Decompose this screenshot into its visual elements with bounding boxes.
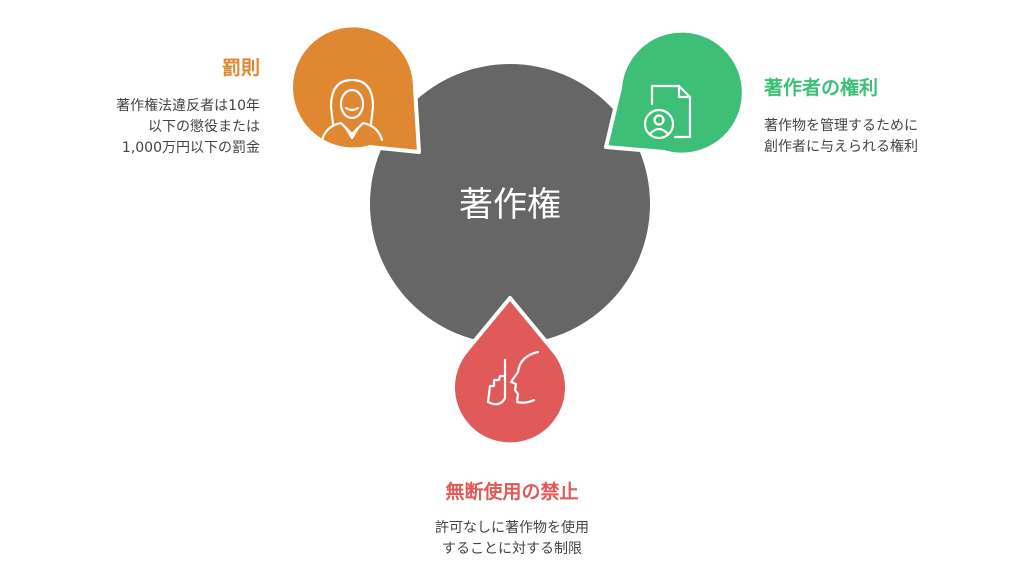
rights-description: 著作物を管理するために 創作者に与えられる権利 [764, 118, 918, 155]
prohibition-label: 無断使用の禁止 許可なしに著作物を使用 することに対する制限 [312, 480, 712, 560]
rights-title: 著作者の権利 [764, 77, 879, 99]
penalty-title: 罰則 [221, 57, 260, 79]
center-circle [370, 64, 650, 344]
rights-drop [604, 28, 746, 157]
document-person-icon [643, 84, 692, 140]
judge-icon [320, 78, 384, 142]
penalty-label: 罰則 著作権法違反者は10年 以下の懲役または 1,000万円以下の罰金 [116, 56, 260, 159]
prohibition-description: 許可なしに著作物を使用 することに対する制限 [435, 520, 589, 557]
rights-label: 著作者の権利 著作物を管理するために 創作者に与えられる権利 [764, 76, 918, 158]
penalty-description: 著作権法違反者は10年 以下の懲役または 1,000万円以下の罰金 [116, 98, 260, 156]
center-label: 著作権 [459, 185, 561, 225]
prohibition-drop [451, 296, 569, 447]
penalty-drop [289, 23, 421, 154]
prohibition-title: 無断使用の禁止 [445, 481, 579, 503]
silence-gesture-icon [486, 350, 540, 406]
